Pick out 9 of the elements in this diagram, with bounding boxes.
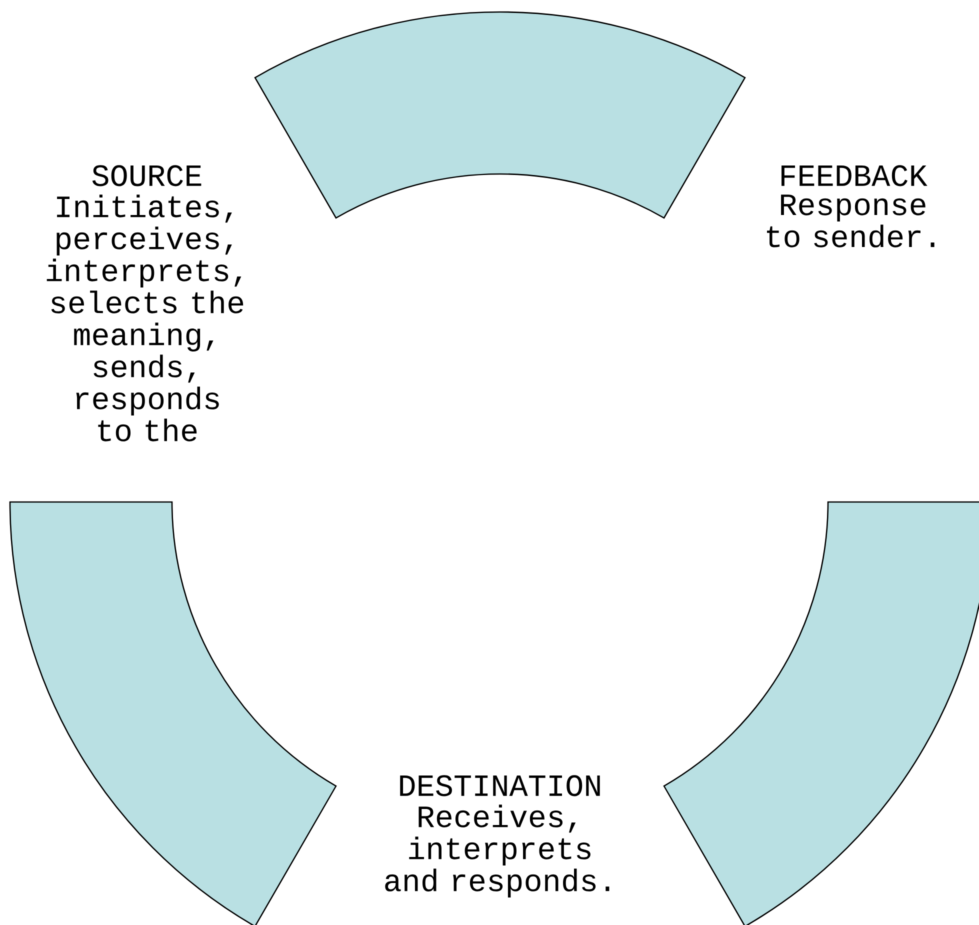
band-segment bbox=[9, 501, 337, 925]
band-segment bbox=[254, 11, 746, 219]
description: Receives, interprets and responds. bbox=[385, 804, 610, 898]
heading: DESTINATION bbox=[400, 775, 600, 796]
heading: FEEDBACK bbox=[782, 165, 928, 186]
band-segment bbox=[663, 501, 979, 925]
description: Response to sender. bbox=[767, 194, 934, 248]
heading: SOURCE bbox=[92, 165, 202, 186]
description: Initiates, perceives, interprets, selects the meaning, sends, responds to the bbox=[46, 194, 244, 442]
